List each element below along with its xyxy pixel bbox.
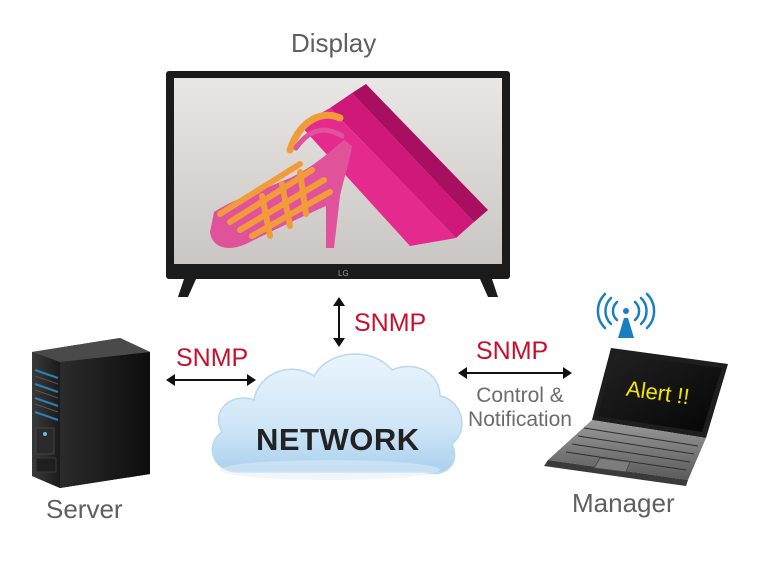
laptop-icon — [544, 348, 728, 486]
manager-caption: Manager — [572, 488, 675, 518]
double-arrow-icon — [166, 374, 256, 386]
server-caption: Server — [46, 494, 123, 524]
double-arrow-icon — [333, 297, 345, 347]
snmp-label-display: SNMP — [354, 309, 427, 337]
display-caption: Display — [291, 28, 377, 58]
network-label: NETWORK — [256, 422, 420, 457]
notification-label: Notification — [468, 408, 572, 431]
display-icon: LG — [166, 71, 510, 297]
snmp-label-manager: SNMP — [476, 337, 549, 365]
tv-brand-logo: LG — [338, 269, 349, 278]
antenna-icon — [596, 292, 656, 338]
control-notification-label: Control & Notification — [452, 384, 588, 432]
double-arrow-icon — [458, 367, 572, 379]
cloud-icon — [211, 353, 463, 480]
server-icon — [32, 338, 150, 488]
snmp-label-server: SNMP — [176, 344, 249, 372]
control-label: Control & — [476, 384, 564, 407]
